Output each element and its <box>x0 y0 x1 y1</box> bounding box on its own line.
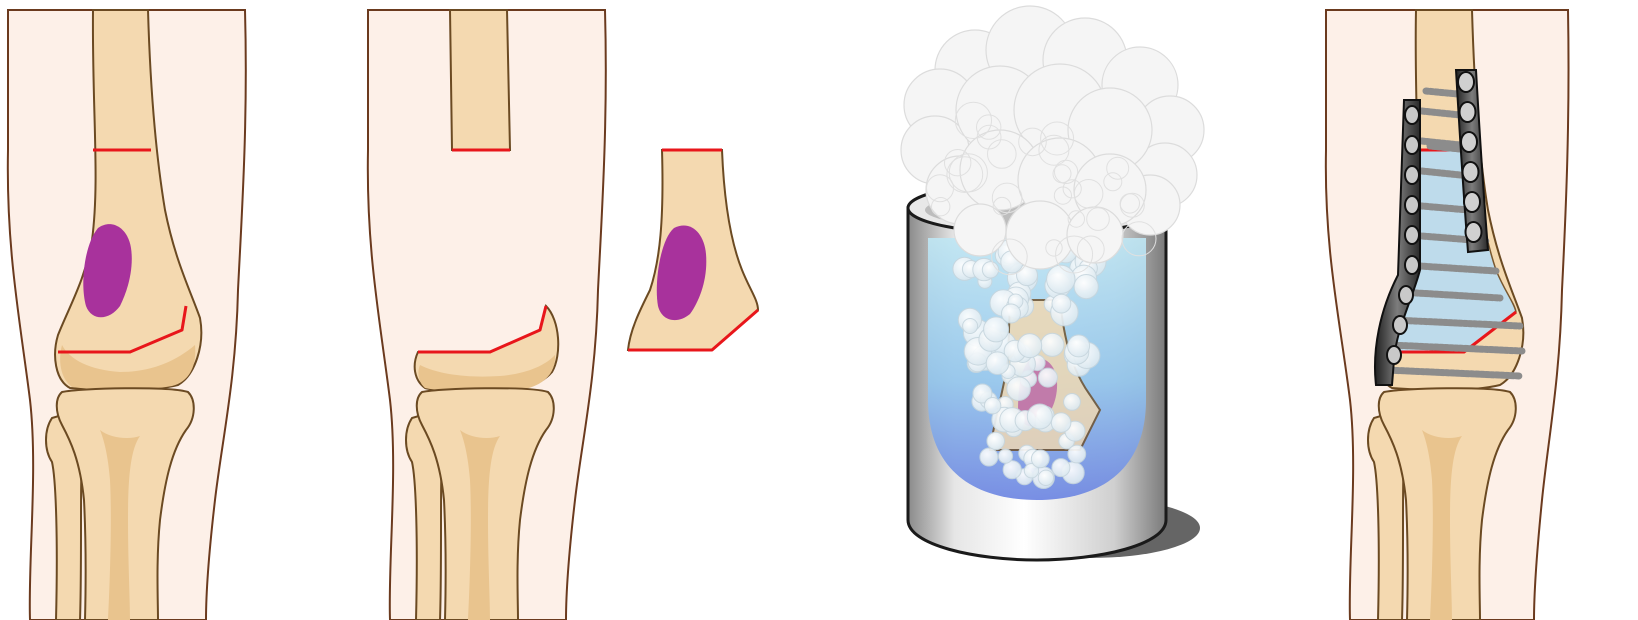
plate-hole <box>1464 192 1480 212</box>
bubble <box>1068 335 1090 357</box>
proximal-femur-stump <box>450 10 510 150</box>
bubble <box>1064 394 1081 411</box>
bubble <box>1068 445 1086 463</box>
bubble <box>998 449 1012 463</box>
plate-hole <box>1463 162 1479 182</box>
resected-segment <box>628 150 758 350</box>
bubble <box>1038 470 1053 485</box>
bubble <box>1027 404 1052 429</box>
plate-hole <box>1405 166 1419 184</box>
bubble <box>1002 304 1021 323</box>
plate-hole <box>1405 106 1419 124</box>
plate-hole <box>1466 222 1482 242</box>
bubble <box>982 262 998 278</box>
plate-hole <box>1405 196 1419 214</box>
vapor-puff <box>1006 201 1074 269</box>
plate-hole <box>1399 286 1413 304</box>
bubble <box>984 398 1000 414</box>
plate-hole <box>1387 346 1401 364</box>
plate-hole <box>1393 316 1407 334</box>
bubble <box>987 432 1005 450</box>
bubble <box>986 352 1009 375</box>
vapor-puff <box>1067 207 1123 263</box>
bubble <box>1052 459 1070 477</box>
bubble <box>1018 334 1042 358</box>
bubble <box>1038 368 1057 387</box>
plate-hole <box>1461 132 1477 152</box>
plate-hole <box>1405 136 1419 154</box>
bubble <box>1047 265 1075 293</box>
plate-hole <box>1458 72 1474 92</box>
plate-hole <box>1405 226 1419 244</box>
bubble <box>1074 275 1098 299</box>
bubble <box>980 448 998 466</box>
panel-tumor-in-femur <box>8 10 246 620</box>
plate-hole <box>1405 256 1419 274</box>
bubble <box>1031 450 1049 468</box>
panel-resection <box>368 10 758 620</box>
bubble <box>1052 294 1071 313</box>
vapor-puff <box>954 204 1006 256</box>
bubble <box>1007 377 1031 401</box>
bubble <box>963 319 978 334</box>
plate-hole <box>1460 102 1476 122</box>
panel-reimplantation <box>1326 10 1569 620</box>
bubble <box>1041 333 1064 356</box>
bubble <box>1051 413 1071 433</box>
panel-liquid-nitrogen <box>901 6 1204 560</box>
